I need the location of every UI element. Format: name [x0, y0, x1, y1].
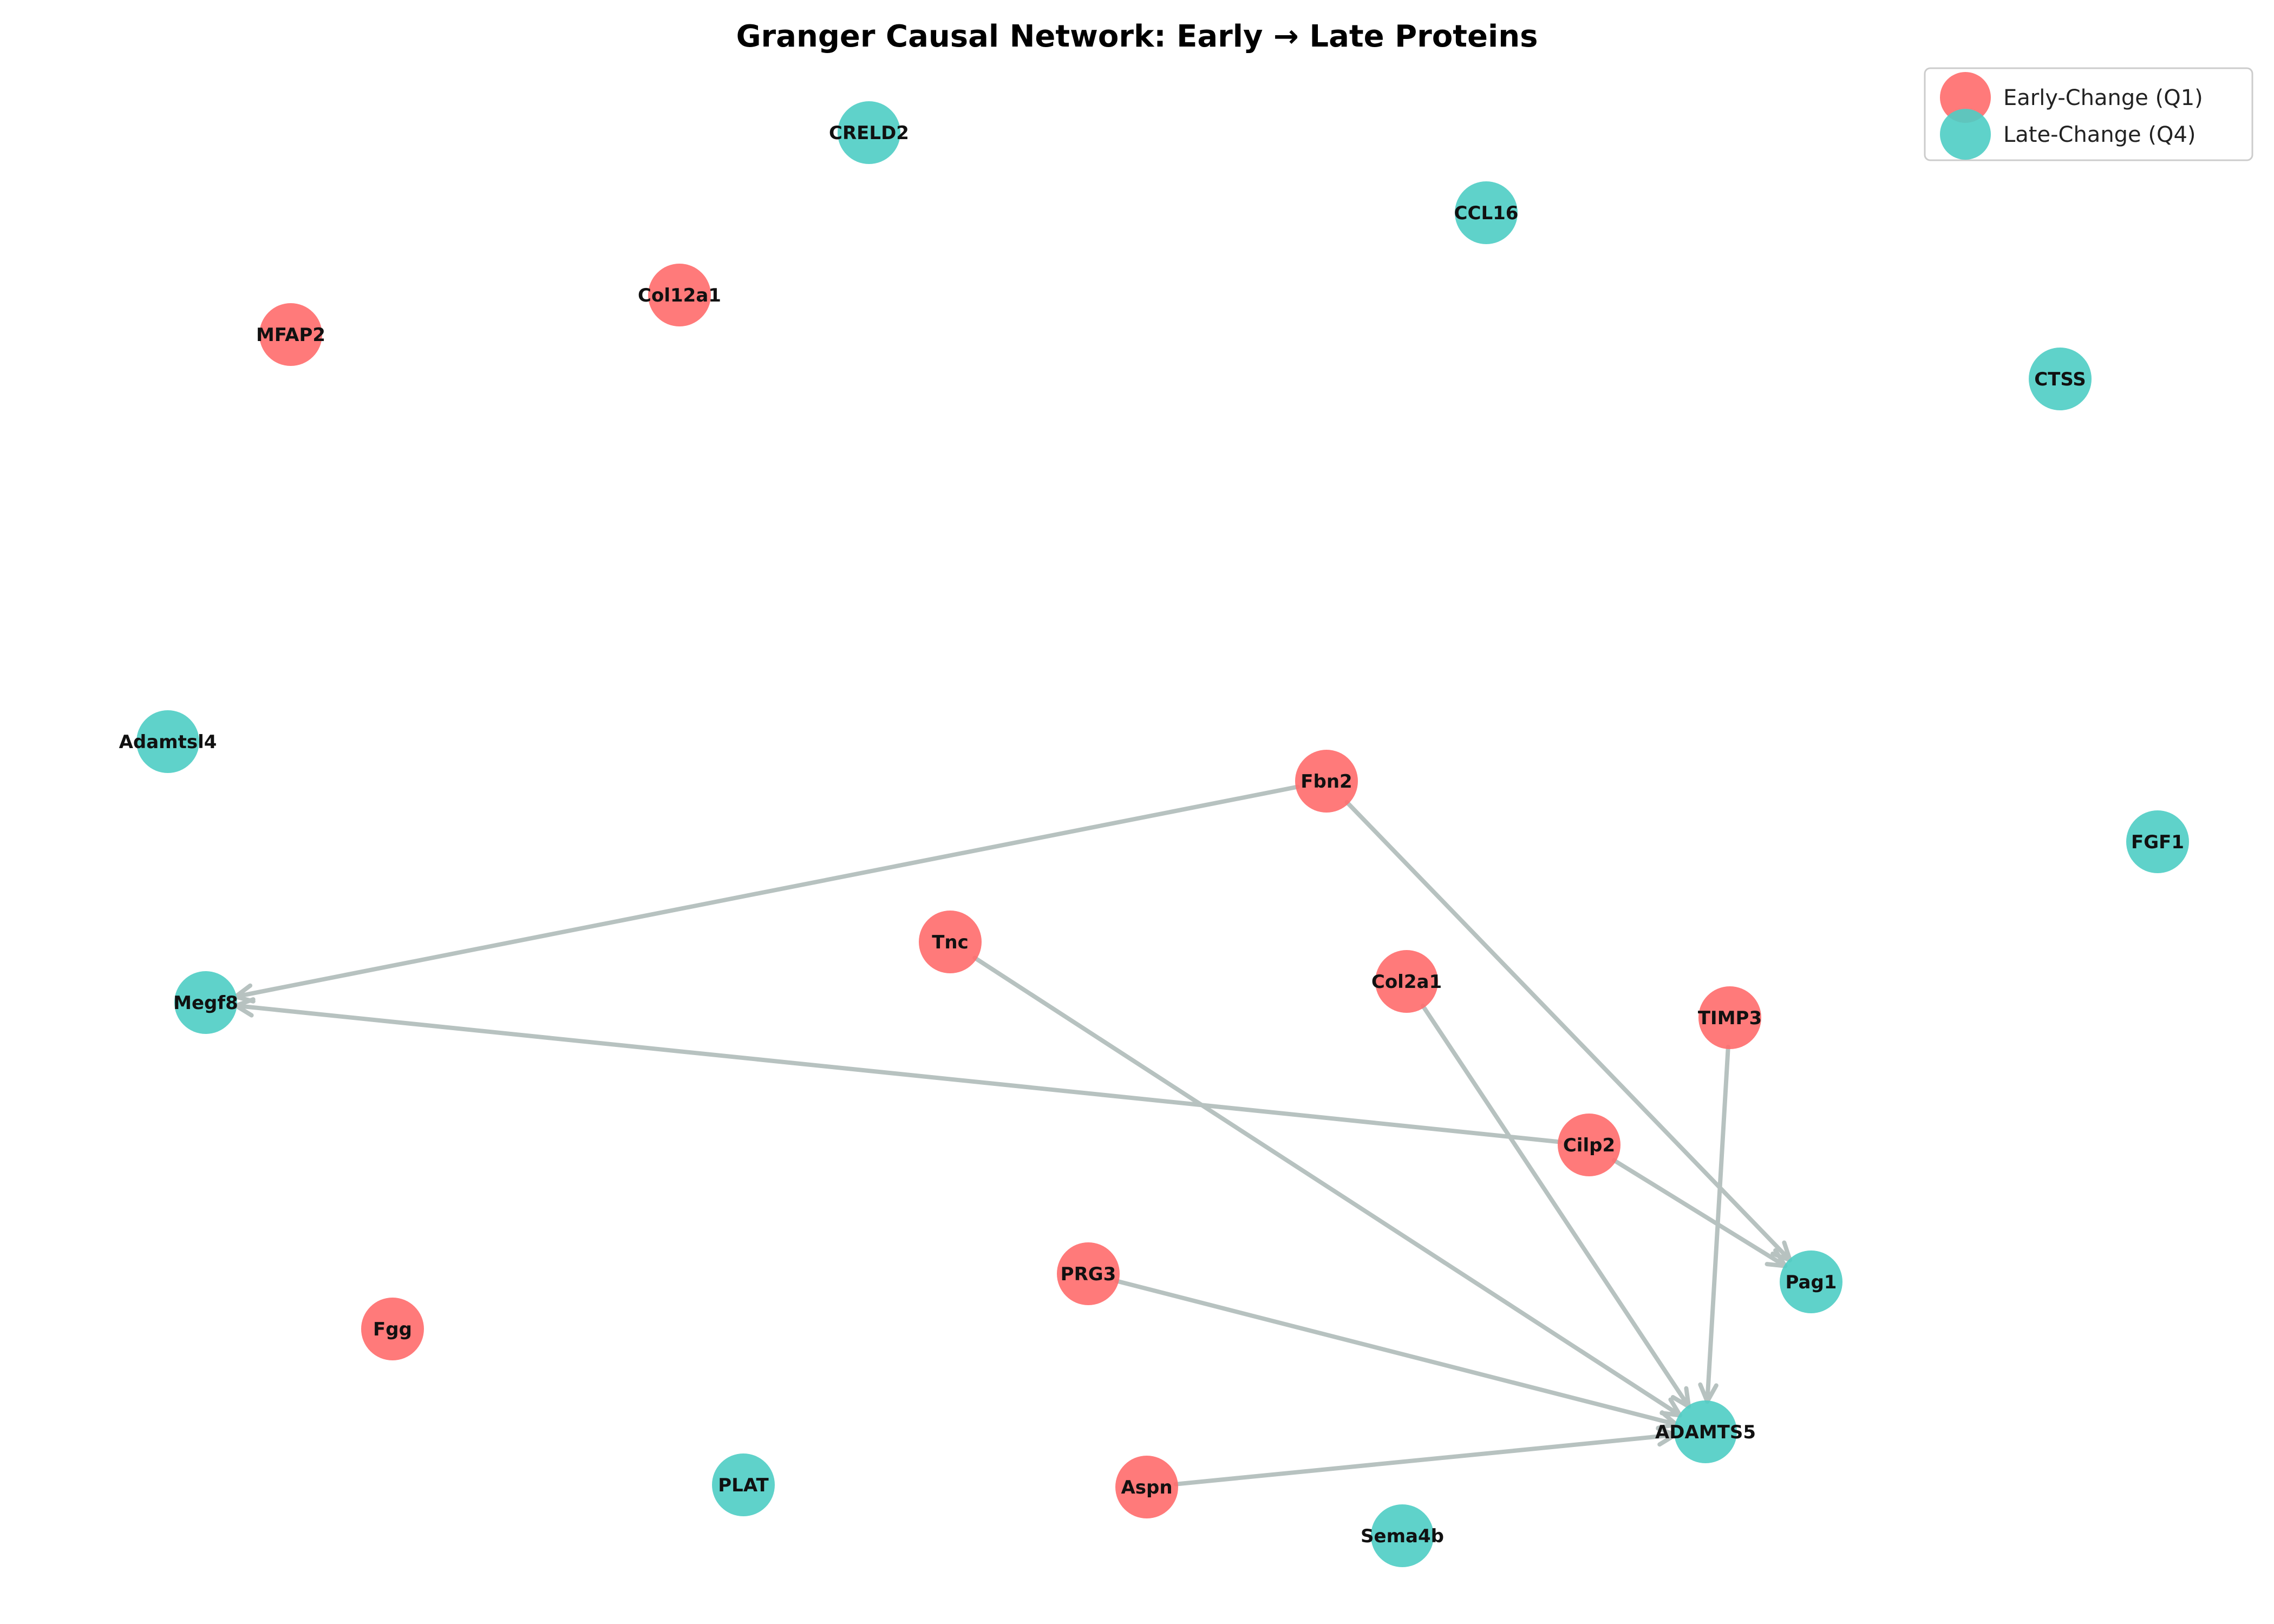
node-label: Tnc [932, 932, 969, 953]
node-col2a1: Col2a1 [1371, 950, 1442, 1013]
node-circle [259, 303, 322, 366]
node-label: Fbn2 [1301, 771, 1352, 793]
node-label: Pag1 [1786, 1272, 1837, 1293]
edge-fbn2-to-megf8 [233, 784, 1301, 1004]
node-aspn: Aspn [1115, 1456, 1178, 1518]
node-circle [648, 264, 711, 326]
node-adamts5: ADAMTS5 [1655, 1400, 1756, 1463]
edge-col2a1-to-adamts5 [1420, 1003, 1691, 1409]
node-label: FGF1 [2131, 831, 2184, 853]
node-label: CRELD2 [829, 122, 909, 144]
legend-label-late: Late-Change (Q4) [2003, 122, 2196, 147]
node-mfap2: MFAP2 [256, 303, 325, 366]
edge-aspn-to-adamts5 [1173, 1426, 1678, 1487]
node-label: Megf8 [173, 992, 238, 1014]
edge-tnc-to-adamts5 [972, 955, 1683, 1418]
node-tnc: Tnc [919, 911, 982, 973]
edges-layer [233, 784, 1793, 1487]
node-label: PRG3 [1061, 1263, 1116, 1285]
node-label: Fgg [373, 1319, 412, 1340]
node-fgg: Fgg [361, 1298, 424, 1360]
node-circle [1371, 1504, 1434, 1567]
node-label: Aspn [1121, 1477, 1172, 1498]
node-megf8: Megf8 [173, 971, 238, 1034]
node-circle [136, 710, 199, 773]
node-fbn2: Fbn2 [1295, 750, 1358, 813]
node-col12a1: Col12a1 [638, 264, 721, 326]
node-ctss: CTSS [2029, 348, 2092, 410]
node-circle [919, 911, 982, 973]
node-label: ADAMTS5 [1655, 1422, 1756, 1443]
node-label: CTSS [2034, 369, 2086, 390]
node-label: Adamtsl4 [119, 731, 217, 753]
node-circle [1115, 1456, 1178, 1518]
node-ccl16: CCL16 [1454, 181, 1519, 244]
node-cilp2: Cilp2 [1558, 1114, 1620, 1176]
node-label: PLAT [718, 1475, 769, 1496]
node-circle [838, 101, 900, 164]
node-label: Cilp2 [1563, 1135, 1615, 1156]
node-prg3: PRG3 [1057, 1242, 1120, 1305]
legend-marker-early [1940, 72, 1991, 123]
node-circle [1780, 1250, 1842, 1313]
node-sema4b: Sema4b [1361, 1504, 1444, 1567]
node-circle [2126, 810, 2189, 873]
node-circle [361, 1298, 424, 1360]
node-circle [1558, 1114, 1620, 1176]
node-fgf1: FGF1 [2126, 810, 2189, 873]
node-circle [1455, 181, 1518, 244]
node-circle [1698, 986, 1761, 1049]
legend: Early-Change (Q1) Late-Change (Q4) [1924, 67, 2253, 161]
node-circle [174, 971, 237, 1034]
legend-label-early: Early-Change (Q1) [2003, 86, 2203, 110]
edge-cilp2-to-pag1 [1611, 1158, 1788, 1268]
node-label: CCL16 [1454, 202, 1519, 224]
node-label: MFAP2 [256, 324, 325, 346]
node-label: TIMP3 [1698, 1007, 1762, 1029]
node-circle [1057, 1242, 1120, 1305]
node-circle [1674, 1400, 1737, 1463]
edge-cilp2-to-megf8 [233, 997, 1563, 1144]
node-circle [1375, 950, 1438, 1013]
node-circle [712, 1453, 775, 1516]
legend-frame [1924, 67, 2253, 161]
node-circle [1295, 750, 1358, 813]
node-pag1: Pag1 [1780, 1250, 1842, 1313]
node-timp3: TIMP3 [1698, 986, 1762, 1049]
node-circle [2029, 348, 2092, 410]
edge-prg3-to-adamts5 [1114, 1279, 1678, 1430]
node-plat: PLAT [712, 1453, 775, 1516]
node-creld2: CRELD2 [829, 101, 909, 164]
node-label: Col12a1 [638, 285, 721, 306]
node-adamtsl4: Adamtsl4 [119, 710, 217, 773]
node-label: Col2a1 [1371, 971, 1442, 993]
legend-marker-late [1940, 109, 1991, 160]
figure-title: Granger Causal Network: Early → Late Pro… [736, 19, 1538, 54]
node-label: Sema4b [1361, 1525, 1444, 1547]
